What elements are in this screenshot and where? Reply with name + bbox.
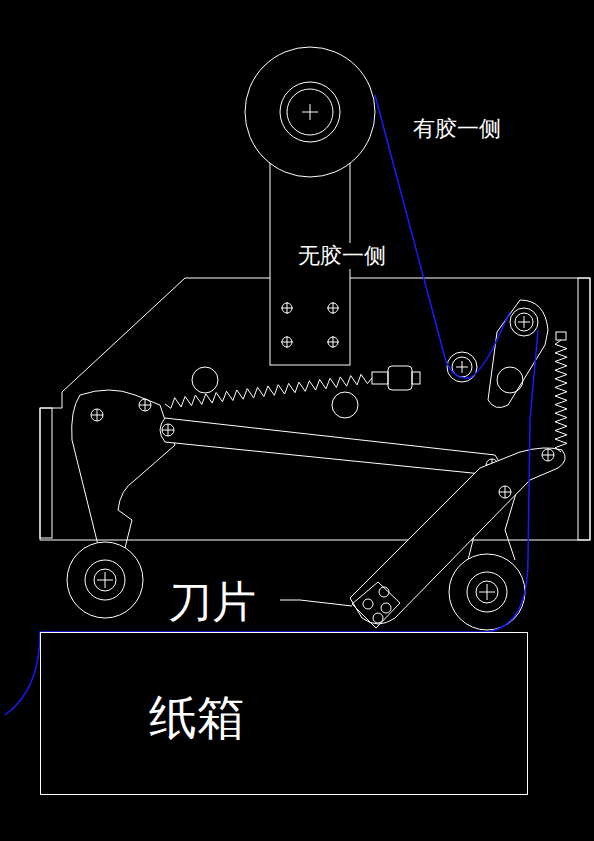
link-bar	[160, 418, 499, 475]
part-label: 无胶一侧	[296, 243, 388, 269]
knife-arm	[350, 448, 565, 628]
spring-anchor	[372, 366, 420, 390]
blade	[352, 582, 400, 628]
part-label: 刀片	[168, 578, 256, 626]
right-strip	[578, 278, 590, 540]
leader-line	[280, 600, 352, 606]
left-arm	[72, 390, 175, 553]
spring-hook	[556, 332, 566, 340]
spring	[555, 340, 567, 452]
left-strip	[40, 408, 52, 538]
carton-box: 纸箱	[40, 632, 528, 795]
tape-path	[5, 95, 538, 715]
bolts	[281, 302, 339, 348]
part-label: 有胶一侧	[413, 117, 501, 141]
spring	[165, 374, 372, 408]
left-roller	[67, 542, 143, 618]
tape-roll	[245, 47, 375, 177]
box-label: 纸箱	[149, 691, 245, 744]
